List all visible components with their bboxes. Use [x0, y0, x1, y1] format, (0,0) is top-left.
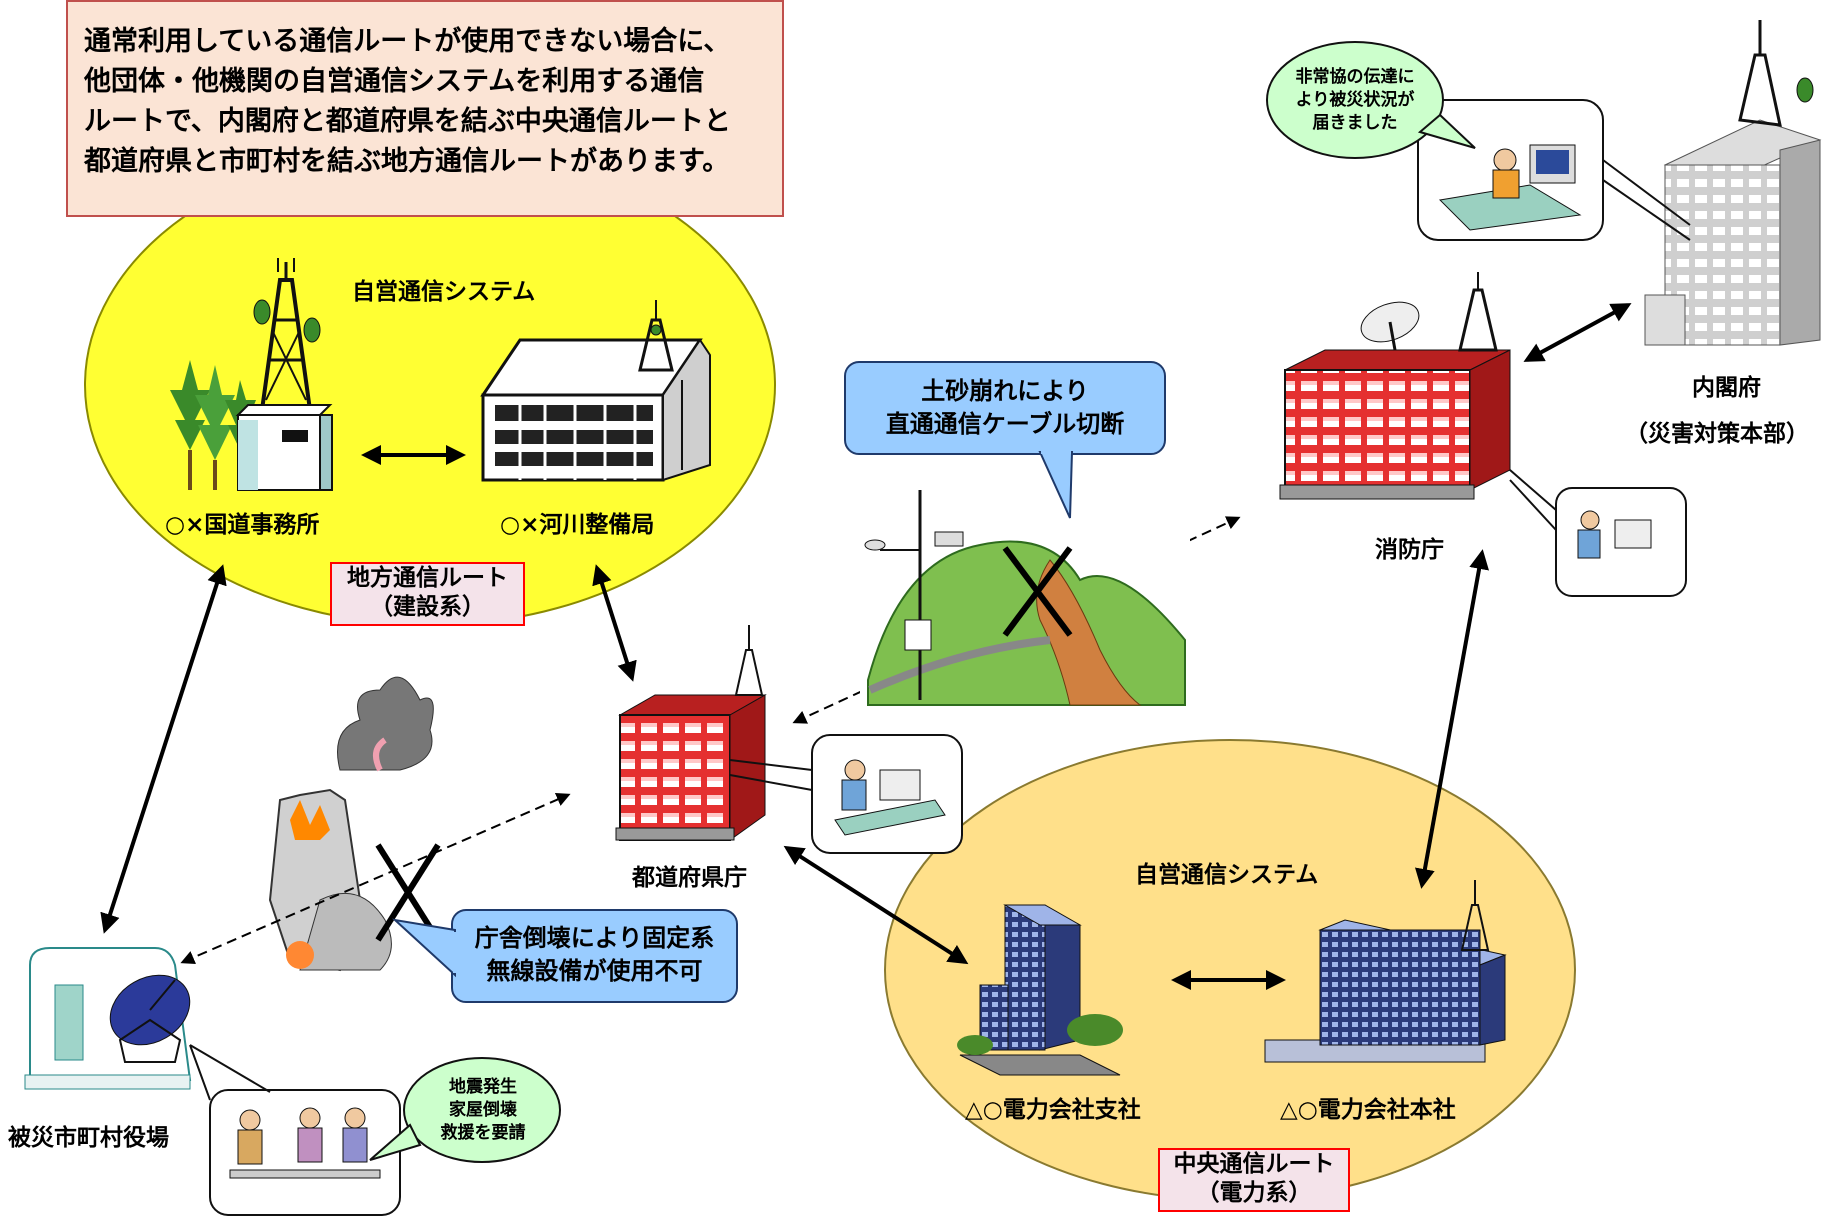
- municipality-staff-icon: [189, 1044, 401, 1216]
- cabinet-bubble-text: 非常協の伝達に より被災状況が 届きました: [1275, 66, 1435, 135]
- fdma-label: 消防庁: [1375, 537, 1444, 563]
- landslide-callout: [844, 361, 1166, 519]
- power-hq-building-icon: [1264, 880, 1507, 1063]
- cabinet-bubble-line-3: 届きました: [1312, 113, 1398, 133]
- landslide-line-2: 直通通信ケーブル切断: [885, 410, 1125, 438]
- cabinet-bubble-line-2: より被災状況が: [1295, 90, 1415, 110]
- intro-line-3: ルートで、内閣府と都道府県を結ぶ中央通信ルートと: [84, 106, 731, 137]
- collapse-line-1: 庁舎倒壊により固定系: [474, 924, 715, 952]
- intro-box: [66, 0, 784, 217]
- river-bureau-label: ○×河川整備局: [500, 512, 655, 538]
- power-hq-label: △○電力会社本社: [1280, 1097, 1456, 1123]
- muni-bubble-line-1: 地震発生: [449, 1077, 517, 1097]
- prefecture-building-icon: [615, 625, 767, 841]
- local-route-arrow-left: [100, 564, 227, 934]
- muni-bubble-line-3: 救援を要請: [440, 1123, 526, 1143]
- local-route-title: 地方通信ルート: [347, 565, 508, 591]
- fdma-building-icon: [1279, 272, 1511, 500]
- power-hq-to-fdma-arrow: [1415, 549, 1489, 889]
- prefecture-to-power-branch-arrow: [783, 845, 969, 965]
- collapse-line-2: 無線設備が使用不可: [486, 957, 703, 985]
- local-route-arrow-right: [592, 564, 637, 682]
- power-branch-building-icon: [957, 904, 1123, 1076]
- fdma-to-cabinet-arrow: [1523, 303, 1632, 362]
- intro-text: 通常利用している通信ルートが使用できない場合に、 他団体・他機関の自営通信システ…: [84, 22, 774, 182]
- cabinet-label: 内閣府: [1692, 375, 1761, 401]
- cabinet-operator-icon: [1417, 99, 1691, 241]
- muni-bubble-line-2: 家屋倒壊: [449, 1100, 517, 1120]
- municipality-to-prefecture-dashed: [180, 793, 571, 964]
- local-system-title: 自営通信システム: [352, 279, 536, 305]
- power-branch-label: △○電力会社支社: [965, 1097, 1141, 1123]
- fdma-fax-operator-icon: [1509, 469, 1687, 597]
- intro-line-2: 他団体・他機関の自営通信システムを利用する通信: [84, 66, 705, 97]
- intro-line-4: 都道府県と市町村を結ぶ地方通信ルートがあります。: [84, 146, 730, 177]
- cabinet-office-building-icon: [1644, 20, 1822, 346]
- landslide-line-1: 土砂崩れにより: [921, 377, 1089, 405]
- municipality-bubble-text: 地震発生 家屋倒壊 救援を要請: [418, 1076, 548, 1145]
- central-system-title: 自営通信システム: [1135, 862, 1319, 888]
- river-bureau-icon: [480, 300, 711, 482]
- prefecture-fax-operator-icon: [729, 734, 963, 854]
- central-route-title: 中央通信ルート: [1173, 1151, 1335, 1177]
- municipality-building-icon: [24, 947, 192, 1090]
- cabinet-bubble-line-1: 非常協の伝達に: [1295, 67, 1415, 87]
- cabinet-sublabel: （災害対策本部）: [1625, 421, 1809, 447]
- landslide-illustration-icon: [860, 470, 1190, 715]
- municipality-speech-bubble: [369, 1057, 561, 1163]
- landslide-callout-text: 土砂崩れにより 直通通信ケーブル切断: [845, 375, 1165, 441]
- local-route-subtitle: （建設系）: [370, 594, 485, 620]
- national-road-office-label: ○×国道事務所: [165, 512, 320, 538]
- cabinet-speech-bubble: [1266, 41, 1476, 159]
- collapse-callout: [391, 909, 738, 1003]
- collapse-callout-text: 庁舎倒壊により固定系 無線設備が使用不可: [452, 922, 737, 988]
- national-road-office-icon: [170, 258, 333, 491]
- prefecture-label: 都道府県庁: [632, 865, 747, 891]
- central-route-box: 中央通信ルート （電力系）: [1158, 1148, 1350, 1212]
- local-route-box: 地方通信ルート （建設系）: [330, 562, 525, 626]
- municipality-label: 被災市町村役場: [8, 1125, 169, 1151]
- central-route-subtitle: （電力系）: [1196, 1180, 1312, 1206]
- intro-line-1: 通常利用している通信ルートが使用できない場合に、: [84, 26, 731, 57]
